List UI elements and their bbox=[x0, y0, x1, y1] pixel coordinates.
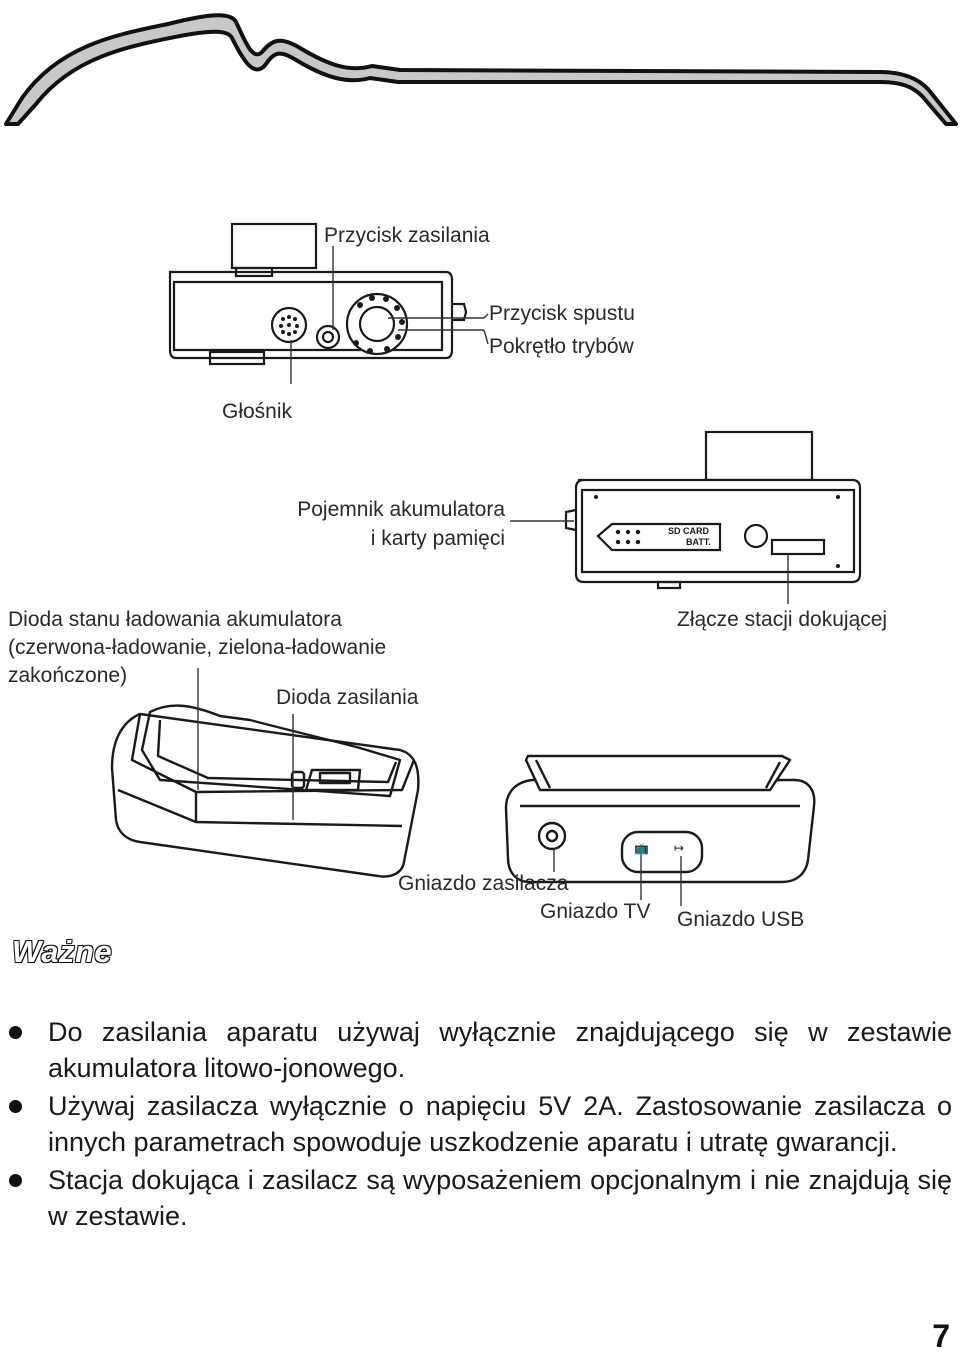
label-power-button: Przycisk zasilania bbox=[324, 224, 490, 247]
label-battery-compartment-1: Pojemnik akumulatora bbox=[297, 498, 505, 521]
note-item: Do zasilania aparatu używaj wyłącznie zn… bbox=[0, 1014, 960, 1086]
page-number: 7 bbox=[932, 1318, 950, 1354]
label-charge-led-2: (czerwona-ładowanie, zielona-ładowanie bbox=[8, 636, 387, 659]
label-charge-led-3: zakończone) bbox=[8, 664, 128, 687]
tv-icon: 📺 bbox=[634, 841, 649, 855]
label-charge-led-1: Dioda stanu ładowania akumulatora bbox=[8, 608, 342, 631]
sd-card-marking: SD CARD bbox=[668, 526, 710, 536]
label-tv-jack: Gniazdo TV bbox=[540, 900, 651, 923]
label-dock-connector: Złącze stacji dokującej bbox=[677, 608, 888, 631]
important-notes-list: Do zasilania aparatu używaj wyłącznie zn… bbox=[0, 1014, 960, 1236]
label-power-led: Dioda zasilania bbox=[276, 686, 419, 709]
label-battery-compartment-2: i karty pamięci bbox=[370, 527, 505, 550]
header-swoosh-decoration bbox=[4, 13, 958, 126]
note-text: Stacja dokująca i zasilacz są wyposażeni… bbox=[48, 1165, 952, 1231]
usb-icon: ↦ bbox=[674, 841, 684, 855]
bullet-icon bbox=[9, 1026, 22, 1039]
note-text: Używaj zasilacza wyłącznie o napięciu 5V… bbox=[48, 1091, 952, 1157]
note-text: Do zasilania aparatu używaj wyłącznie zn… bbox=[48, 1017, 952, 1083]
batt-marking: BATT. bbox=[686, 537, 711, 547]
bullet-icon bbox=[9, 1174, 22, 1187]
label-usb-jack: Gniazdo USB bbox=[677, 908, 805, 931]
label-shutter-button: Przycisk spustu bbox=[489, 302, 635, 325]
label-speaker: Głośnik bbox=[222, 400, 293, 423]
important-heading: Ważne bbox=[11, 933, 113, 969]
note-item: Używaj zasilacza wyłącznie o napięciu 5V… bbox=[0, 1088, 960, 1160]
label-mode-dial: Pokrętło trybów bbox=[489, 335, 634, 358]
note-item: Stacja dokująca i zasilacz są wyposażeni… bbox=[0, 1162, 960, 1234]
label-dc-jack: Gniazdo zasilacza bbox=[398, 872, 569, 895]
bullet-icon bbox=[9, 1100, 22, 1113]
